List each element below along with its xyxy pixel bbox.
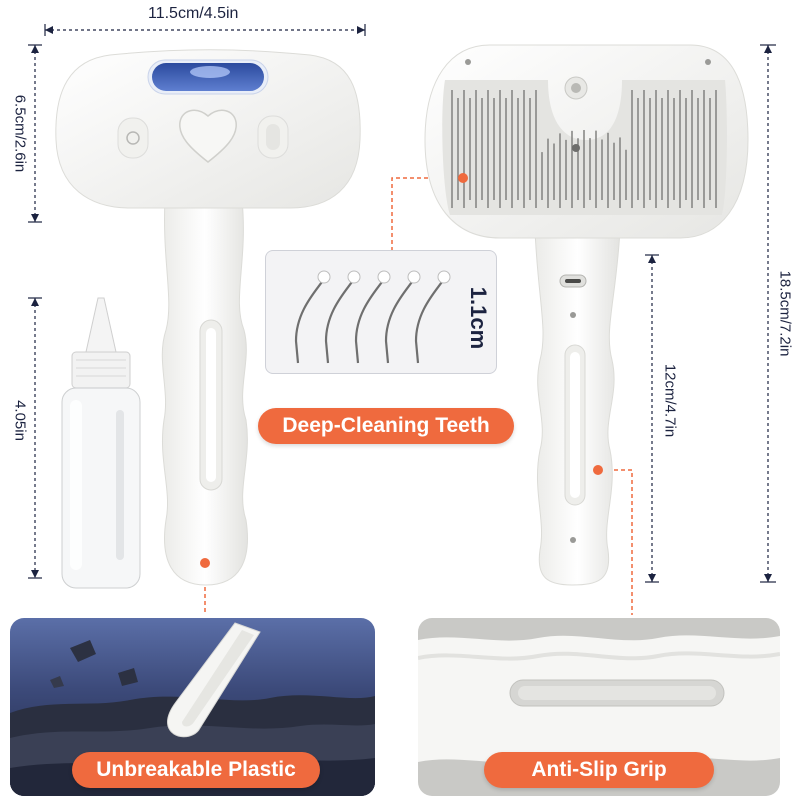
grip-closeup [418,635,780,763]
grip-feature-badge: Anti-Slip Grip [484,752,714,788]
teeth-feature-badge: Deep-Cleaning Teeth [258,408,514,444]
grip-feature-panel [418,618,780,796]
teeth-detail-panel [265,250,497,374]
plastic-feature-badge: Unbreakable Plastic [72,752,320,788]
width-label: 11.5cm/4.5in [148,5,239,22]
teeth-length-label: 1.1cm [466,286,491,350]
teeth-illustration [294,270,451,364]
